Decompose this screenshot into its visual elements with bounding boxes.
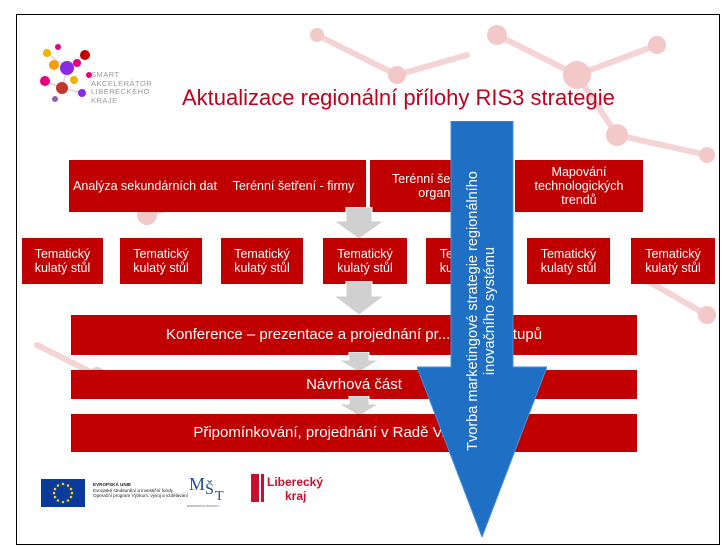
vertical-arrow-label: Tvorba marketingové strategie regionální… bbox=[465, 171, 498, 451]
top-box-secondary-data: Analýza sekundárních dat bbox=[69, 160, 221, 212]
eu-flag-icon bbox=[41, 479, 85, 507]
eu-text-line: Evropské strukturální a investiční fondy bbox=[93, 487, 173, 493]
logo-line: SMART bbox=[91, 70, 120, 79]
svg-text:Š: Š bbox=[205, 479, 214, 498]
logo-line: LIBERECKÉHO bbox=[91, 87, 150, 96]
round-table-box: Tematický kulatý stůl bbox=[631, 238, 715, 284]
liberecky-kraj-logo-icon: Liberecký kraj bbox=[251, 474, 323, 503]
svg-text:T: T bbox=[215, 489, 224, 504]
top-box-tech-trends: Mapování technologických trendů bbox=[515, 160, 643, 212]
round-table-box: Tematický kulatý stůl bbox=[527, 238, 610, 284]
slide: SMART AKCELERÁTOR LIBERECKÉHO KRAJE Aktu… bbox=[16, 14, 720, 545]
proposal-box: Návrhová část bbox=[71, 370, 637, 399]
slide-title: Aktualizace regionální přílohy RIS3 stra… bbox=[182, 85, 615, 110]
svg-text:Liberecký: Liberecký bbox=[267, 475, 323, 489]
round-table-box: Tematický kulatý stůl bbox=[323, 238, 407, 284]
down-chevron-icon bbox=[339, 352, 379, 372]
eu-text-line: Operační program Výzkum, vývoj a vzděláv… bbox=[93, 493, 188, 499]
top-box-field-survey-firms: Terénní šetření - firmy bbox=[221, 160, 366, 212]
logo-wordmark: SMART AKCELERÁTOR LIBERECKÉHO KRAJE bbox=[91, 70, 153, 105]
down-chevron-icon bbox=[334, 281, 384, 315]
eu-text-line: EVROPSKÁ UNIE bbox=[93, 482, 132, 487]
logo-line: AKCELERÁTOR bbox=[91, 78, 153, 88]
logo-line: KRAJE bbox=[91, 95, 118, 105]
big-down-arrow-icon bbox=[417, 121, 547, 537]
down-chevron-icon bbox=[334, 207, 384, 239]
comments-box: Připomínkování, projednání v Radě V... R… bbox=[71, 414, 637, 452]
round-table-box: Tematický kulatý stůl bbox=[221, 238, 303, 284]
svg-text:kraj: kraj bbox=[285, 489, 306, 503]
round-table-box: Tematický kulatý stůl bbox=[22, 238, 103, 284]
eu-funding-text: EVROPSKÁ UNIE Evropské strukturální a in… bbox=[93, 482, 188, 499]
svg-text:MINISTERSTVO ŠKOLSTVÍ: MINISTERSTVO ŠKOLSTVÍ bbox=[187, 505, 219, 508]
msmt-logo-icon: M Š T MINISTERSTVO ŠKOLSTVÍ bbox=[187, 474, 224, 508]
down-chevron-icon bbox=[339, 396, 379, 416]
svg-text:M: M bbox=[189, 474, 205, 494]
smart-akcelerator-logo-icon bbox=[40, 44, 92, 102]
round-table-box: Tematický kulatý stůl bbox=[120, 238, 202, 284]
conference-box: Konference – prezentace a projednání pr.… bbox=[71, 315, 637, 355]
